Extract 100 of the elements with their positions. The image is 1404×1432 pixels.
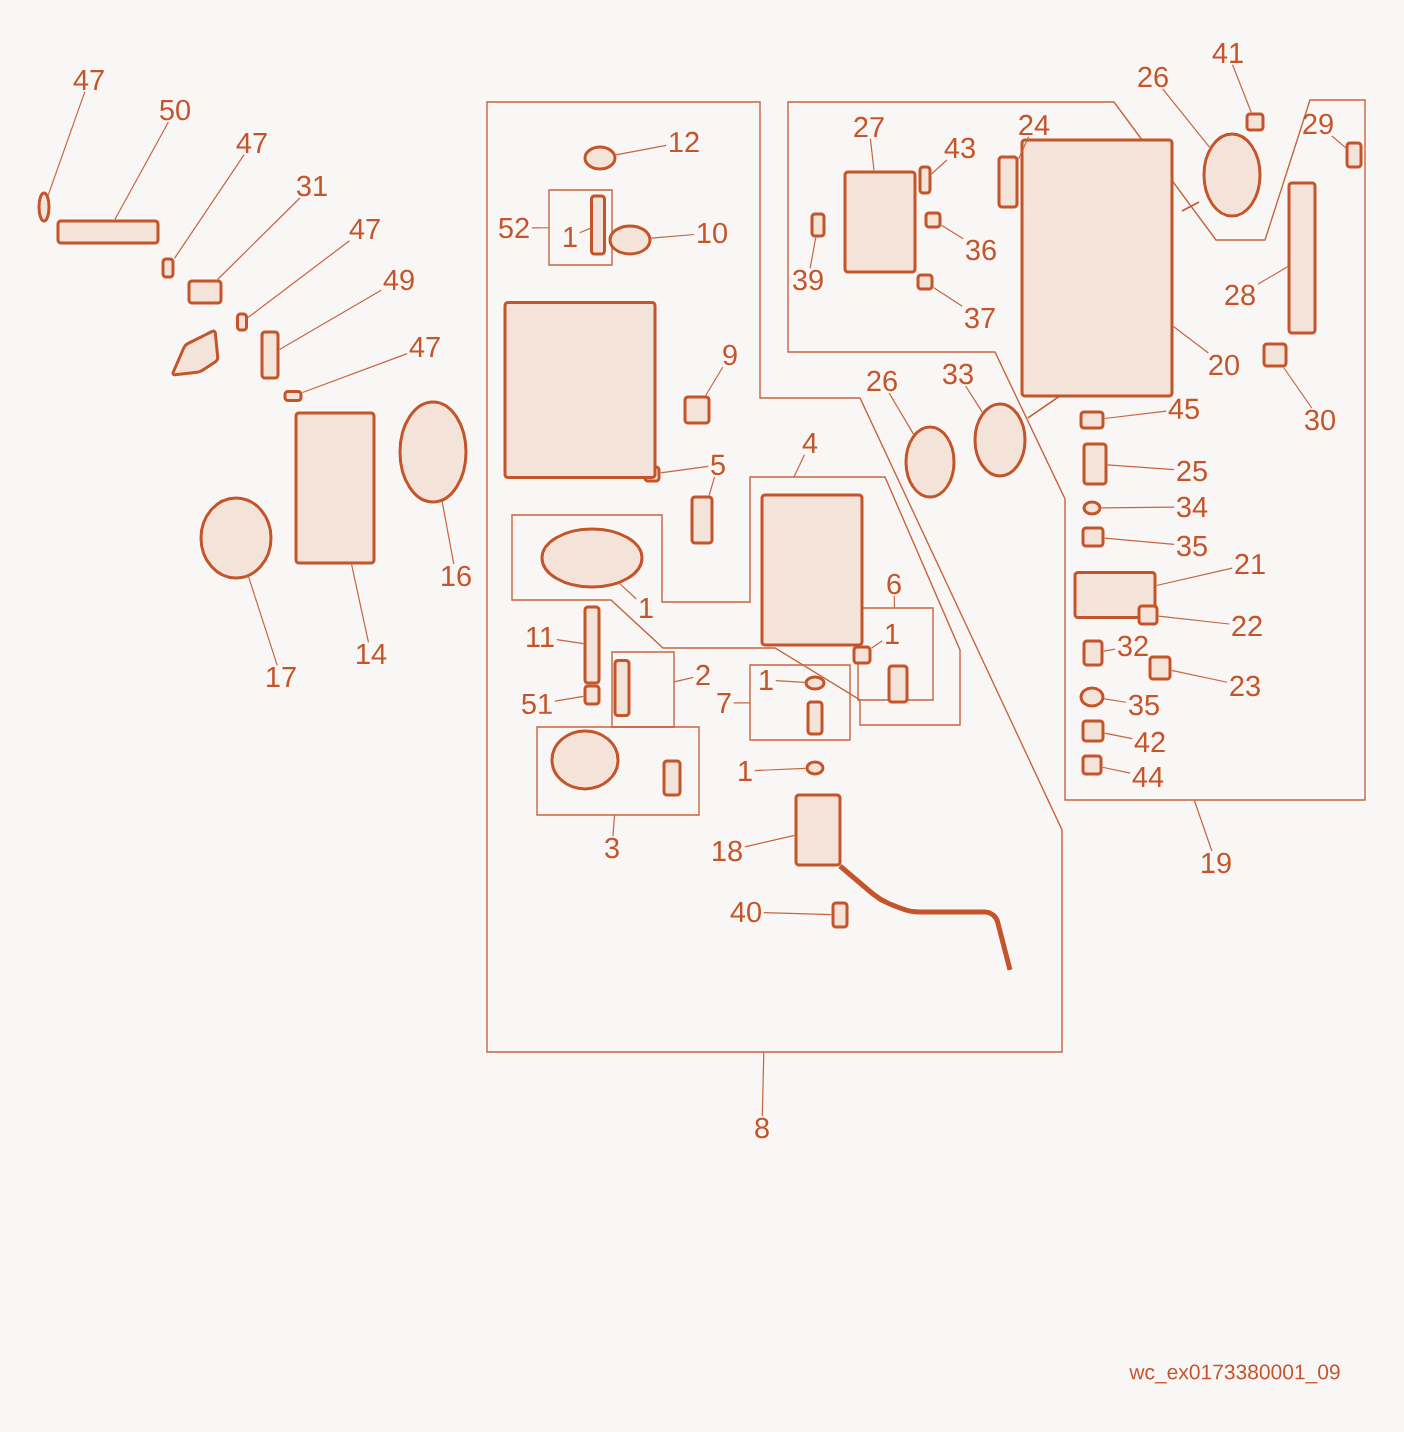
callout-number: 40 [730,901,761,923]
leader-line [1283,366,1313,409]
part-drawing [1081,719,1105,743]
leader-line [659,465,709,474]
part-drawing [662,759,682,797]
part-drawing [806,700,824,736]
part-drawing [1073,571,1157,619]
part-drawing [887,664,909,704]
part-drawing [294,411,376,565]
leader-line [733,702,751,704]
leader-line [869,138,875,172]
callout-number: 34 [1177,496,1208,518]
leader-line [705,366,724,397]
part-drawing [199,496,273,580]
part-drawing [1081,754,1103,776]
callout-number: 49 [383,269,414,291]
callout-number: 5 [711,454,725,476]
callout-number: 24 [1019,114,1050,136]
callout-number: 39 [792,269,823,291]
leader-line [809,236,817,269]
leader-line [1106,464,1175,471]
part-drawing [583,145,617,171]
callout-number: 42 [1134,731,1165,753]
leader-line [1231,64,1252,114]
leader-line [1172,325,1209,354]
part-drawing [804,675,826,691]
callout-number: 11 [527,627,554,647]
callout-number: 33 [942,363,973,385]
part-drawing [1262,342,1288,368]
part-drawing [924,211,942,229]
callout-number: 36 [965,239,996,261]
group-outline [486,101,1063,1053]
part-drawing [1287,181,1317,335]
leader-line [888,392,915,435]
part-drawing [1079,686,1105,708]
leader-line [870,640,883,649]
callout-number: 20 [1209,354,1239,376]
leader-line [793,454,806,478]
part-drawing [260,330,280,380]
leader-line [932,286,963,307]
callout-number: 16 [442,565,471,587]
callout-number: 1 [739,761,752,781]
callout-number: 12 [670,131,699,153]
part-drawing [973,402,1027,478]
leader-line [1103,732,1133,740]
part-drawing [1081,526,1105,548]
callout-number: 2 [696,664,710,686]
leader-line [1103,537,1175,545]
callout-number: 35 [1177,535,1207,557]
callout-number: 8 [755,1117,769,1139]
part-drawing [1079,410,1105,430]
part-drawing [831,901,849,929]
part-drawing [283,390,303,402]
leader-line [673,676,694,683]
part-drawing [1345,141,1363,169]
callout-number: 3 [605,837,619,859]
part-drawing [590,194,606,256]
leader-line [441,501,455,565]
callout-number: 47 [73,70,104,90]
part-drawing [583,605,601,685]
callout-number: 4 [802,433,818,453]
group-outline [536,726,700,816]
leader-line [173,154,245,259]
leader-line [247,240,351,319]
callout-number: 19 [1202,852,1231,874]
part-drawing [1202,132,1262,218]
part-drawing [1245,112,1265,132]
leader-line [893,595,896,609]
leader-line [1257,266,1289,285]
callout-number: 47 [236,133,267,153]
leader-line [1157,615,1230,625]
callout-number: 9 [723,344,737,366]
callout-number: 29 [1303,113,1333,135]
part-drawing [398,400,468,504]
callout-number: 51 [522,693,552,715]
part-drawing [918,165,932,195]
part-drawing [56,219,160,245]
part-drawing [1148,655,1172,681]
leader-line [612,814,616,837]
part-drawing [583,684,601,706]
leader-line [763,911,833,916]
leader-line [1331,135,1347,149]
part-drawing [503,301,657,479]
leader-line [531,227,550,229]
leader-line [1017,136,1030,160]
part-drawing [805,760,825,776]
part-drawing [187,279,223,305]
callout-number: 47 [349,219,380,239]
leader-line [1193,799,1213,852]
callout-number: 21 [1235,553,1265,575]
callout-number: 44 [1132,767,1164,787]
drawing-number: wc_ex0173380001_09 [1129,1364,1340,1384]
leader-line [940,224,964,240]
callout-number: 14 [357,644,387,664]
callout-number: 1 [564,227,577,247]
callout-number: 1 [640,598,653,618]
group-outline [548,189,613,266]
callout-number: 7 [717,693,731,713]
part-drawing [236,312,248,332]
leader-line [1155,567,1233,587]
